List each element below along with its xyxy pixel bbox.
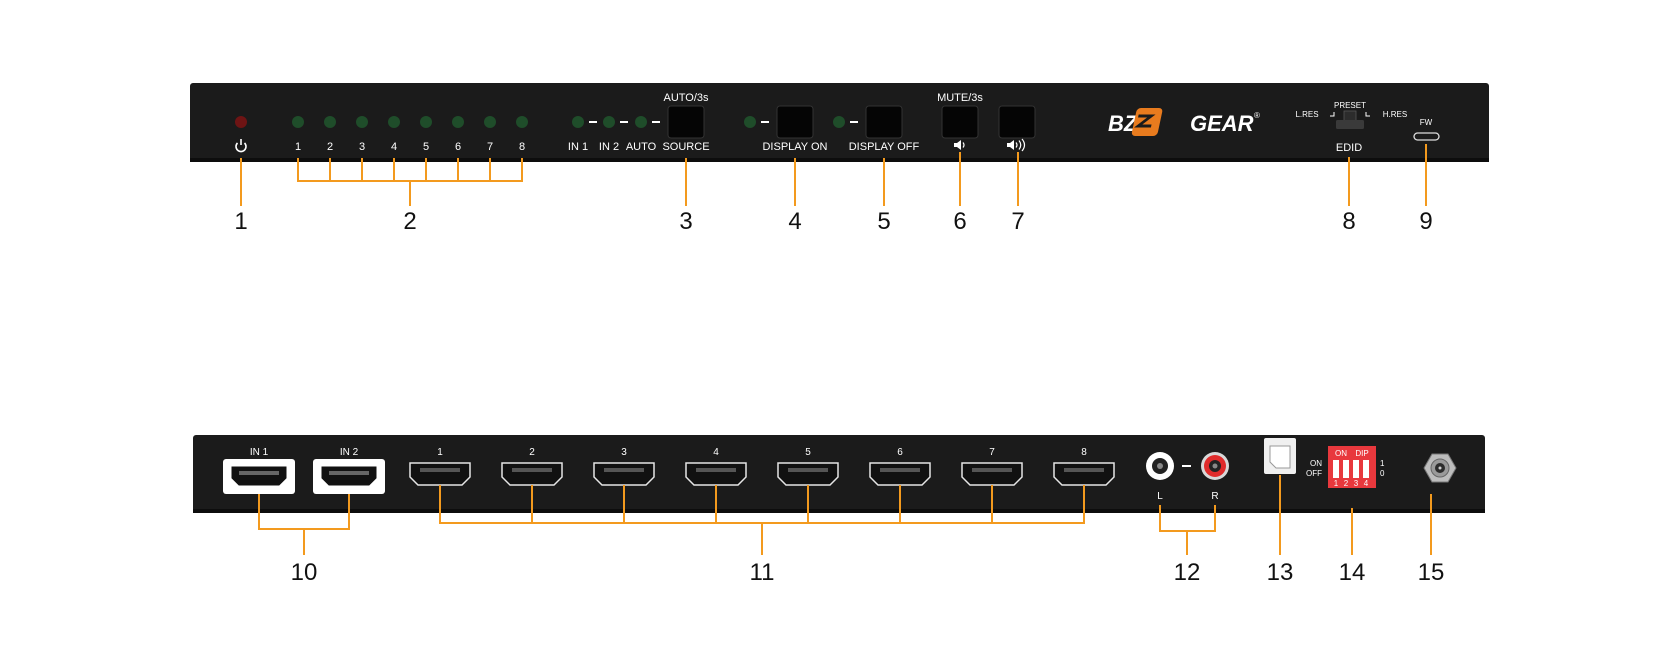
edid-high-label: H.RES [1383, 110, 1407, 119]
callout-14: 14 [1339, 559, 1366, 586]
hdmi-input-port-2[interactable] [313, 459, 385, 494]
hdmi-output-port-8[interactable] [1053, 462, 1115, 486]
hdmi-in2-label: IN 2 [340, 447, 359, 458]
display-on-label: DISPLAY ON [762, 141, 827, 153]
callout-6: 6 [953, 208, 966, 235]
callout-7: 7 [1011, 208, 1024, 235]
dc-power-jack[interactable] [1423, 453, 1457, 483]
rca-right-jack[interactable] [1201, 452, 1229, 480]
callout-11: 11 [750, 559, 775, 586]
rca-left-jack[interactable] [1146, 452, 1174, 480]
hdmi-out-label-8: 8 [1081, 447, 1087, 458]
svg-text:2: 2 [1344, 479, 1349, 488]
hdmi-out-label-7: 7 [989, 447, 995, 458]
edid-switch[interactable] [1330, 110, 1370, 129]
hdmi-in1-label: IN 1 [250, 447, 269, 458]
front-callout-lines [240, 144, 1427, 206]
hdmi-out-label-4: 4 [713, 447, 719, 458]
hdmi-output-port-5[interactable] [777, 462, 839, 486]
hdmi-out-label-2: 2 [529, 447, 535, 458]
callout-5: 5 [877, 208, 890, 235]
svg-text:GEAR: GEAR [1190, 111, 1254, 136]
hdmi-output-port-7[interactable] [961, 462, 1023, 486]
display-off-label: DISPLAY OFF [849, 141, 920, 153]
callout-4: 4 [788, 208, 801, 235]
display-on-button[interactable] [776, 105, 814, 139]
fw-label: FW [1420, 118, 1433, 127]
hdmi-out-label-6: 6 [897, 447, 903, 458]
dip-off-label: OFF [1306, 469, 1322, 478]
callout-12: 12 [1174, 559, 1201, 586]
rear-callout-lines [258, 475, 1432, 555]
led-label-7: 7 [487, 141, 493, 153]
edid-label: EDID [1336, 142, 1362, 154]
power-led [235, 116, 247, 128]
source-button-label: SOURCE [662, 141, 709, 153]
display-off-button[interactable] [865, 105, 903, 139]
dip-switch[interactable]: ON DIP 1 2 3 4 [1328, 446, 1376, 488]
mute-label: MUTE/3s [937, 92, 983, 104]
source-leds [572, 116, 660, 128]
callout-10: 10 [291, 559, 318, 586]
hdmi-output-port-3[interactable] [593, 462, 655, 486]
hdmi-out-label-3: 3 [621, 447, 627, 458]
svg-text:3: 3 [1354, 479, 1359, 488]
svg-text:1: 1 [1334, 479, 1339, 488]
brand-logo: BZB GEAR ® [1108, 108, 1260, 136]
fw-usb-port[interactable] [1413, 132, 1440, 141]
led-label-3: 3 [359, 141, 365, 153]
dip-zero-label: 0 [1380, 469, 1385, 478]
led-label-6: 6 [455, 141, 461, 153]
hdmi-output-port-1[interactable] [409, 462, 471, 486]
callout-9: 9 [1419, 208, 1432, 235]
dip-on-label: ON [1310, 459, 1322, 468]
front-panel: 1 2 3 4 5 6 7 8 IN 1 IN 2 AUTO AUTO/3s S… [190, 83, 1489, 162]
source-led-label-in1: IN 1 [568, 141, 588, 153]
audio-right-label: R [1211, 491, 1218, 502]
audio-left-label: L [1157, 491, 1163, 502]
callout-13: 13 [1267, 559, 1294, 586]
logo-mark-icon [1131, 108, 1163, 136]
optical-port[interactable] [1264, 438, 1296, 474]
svg-text:4: 4 [1364, 479, 1369, 488]
volume-up-icon [1007, 138, 1026, 152]
volume-down-button[interactable] [941, 105, 979, 139]
led-label-8: 8 [519, 141, 525, 153]
front-callout-numbers: 1 2 3 4 5 6 7 8 9 [234, 208, 1432, 235]
svg-text:DIP: DIP [1355, 449, 1368, 458]
led-label-5: 5 [423, 141, 429, 153]
power-icon [235, 139, 247, 153]
led-label-1: 1 [295, 141, 301, 153]
source-button[interactable] [667, 105, 705, 139]
dip-one-label: 1 [1380, 459, 1385, 468]
callout-2: 2 [403, 208, 416, 235]
led-label-2: 2 [327, 141, 333, 153]
rear-callout-numbers: 10 11 12 13 14 15 [291, 559, 1445, 586]
rear-panel: IN 1 IN 2 1 2 3 4 [193, 435, 1485, 513]
svg-text:ON: ON [1335, 449, 1347, 458]
source-led-label-in2: IN 2 [599, 141, 619, 153]
hdmi-output-port-2[interactable] [501, 462, 563, 486]
source-led-label-auto: AUTO [626, 141, 657, 153]
callout-15: 15 [1418, 559, 1445, 586]
source-button-top-label: AUTO/3s [663, 92, 709, 104]
hdmi-output-port-6[interactable] [869, 462, 931, 486]
output-leds [292, 116, 528, 128]
volume-down-icon [954, 140, 965, 150]
callout-3: 3 [679, 208, 692, 235]
led-label-4: 4 [391, 141, 397, 153]
edid-low-label: L.RES [1295, 110, 1318, 119]
edid-preset-label: PRESET [1334, 101, 1366, 110]
hdmi-out-label-5: 5 [805, 447, 811, 458]
volume-up-button[interactable] [998, 105, 1036, 139]
callout-8: 8 [1342, 208, 1355, 235]
hdmi-input-port-1[interactable] [223, 459, 295, 494]
hdmi-output-port-4[interactable] [685, 462, 747, 486]
svg-text:®: ® [1254, 111, 1260, 120]
hdmi-out-label-1: 1 [437, 447, 443, 458]
callout-1: 1 [234, 208, 247, 235]
